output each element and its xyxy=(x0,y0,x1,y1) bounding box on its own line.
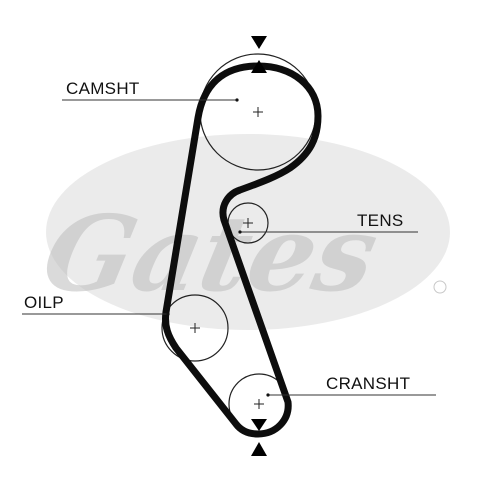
oil-pump-pulley-circle xyxy=(161,294,229,362)
oil-pump-pulley xyxy=(161,294,229,362)
oil-pump-center-plus-icon xyxy=(190,323,200,333)
leader-dots xyxy=(166,98,270,397)
camshaft-label: CAMSHT xyxy=(66,79,140,98)
top-timing-mark-icon xyxy=(251,36,267,73)
registered-mark-icon: ® xyxy=(433,280,447,294)
timing-belt xyxy=(162,62,322,438)
watermark-brand-text: Gates xyxy=(33,192,388,315)
crankshaft-label: CRANSHT xyxy=(326,374,410,393)
bottom-timing-mark-icon xyxy=(251,419,267,456)
crankshaft-center-plus-icon xyxy=(254,399,264,409)
tensioner-center-plus-icon xyxy=(243,218,253,228)
camshaft-center-plus-icon xyxy=(253,107,263,117)
tensioner-label: TENS xyxy=(357,211,404,230)
leader-lines xyxy=(22,99,436,396)
oil-pump-label: OILP xyxy=(24,293,64,312)
